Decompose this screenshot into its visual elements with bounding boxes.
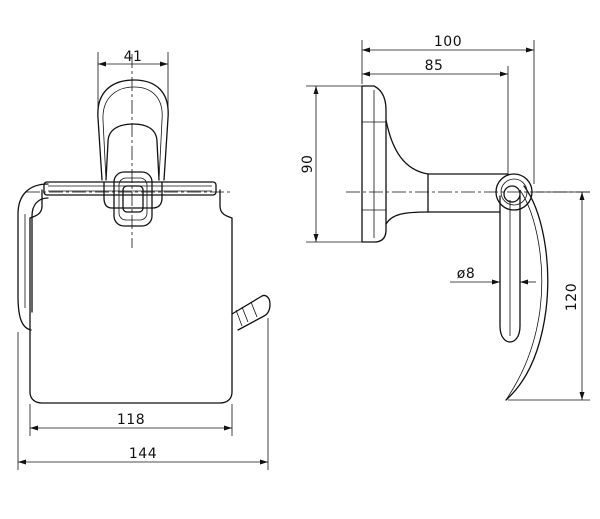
- hinge-ring: [495, 173, 533, 211]
- dim-label-diameter-8: ø8: [457, 266, 475, 282]
- hinge-knuckle: [113, 171, 153, 227]
- wall-bracket: [97, 79, 169, 181]
- dimension-144: 144: [17, 318, 269, 470]
- side-view: 100 85 90 ø8: [300, 34, 590, 401]
- dim-label-41: 41: [124, 49, 143, 65]
- dim-label-120: 120: [564, 283, 580, 311]
- dimension-90: 90: [300, 85, 362, 243]
- dimension-120: 120: [508, 191, 590, 401]
- dimension-100: 100: [361, 34, 535, 184]
- dimension-85: 85: [362, 58, 509, 174]
- dim-label-100: 100: [434, 34, 462, 50]
- wall-plate: [361, 85, 387, 243]
- dimension-41: 41: [97, 49, 169, 116]
- dim-label-90: 90: [300, 155, 316, 174]
- dimension-diameter-8: ø8: [450, 266, 536, 285]
- dim-label-118: 118: [117, 412, 145, 428]
- holder-pin: [231, 294, 271, 331]
- dimension-118: 118: [29, 404, 233, 436]
- stem: [385, 119, 509, 225]
- holder-arm: [17, 183, 49, 331]
- cover-side: [505, 185, 549, 401]
- dim-label-144: 144: [129, 446, 157, 462]
- dim-label-85: 85: [425, 58, 444, 74]
- front-view: 41 118 144: [17, 49, 271, 470]
- holder-bar: [499, 195, 521, 343]
- cover-plate: [29, 189, 233, 404]
